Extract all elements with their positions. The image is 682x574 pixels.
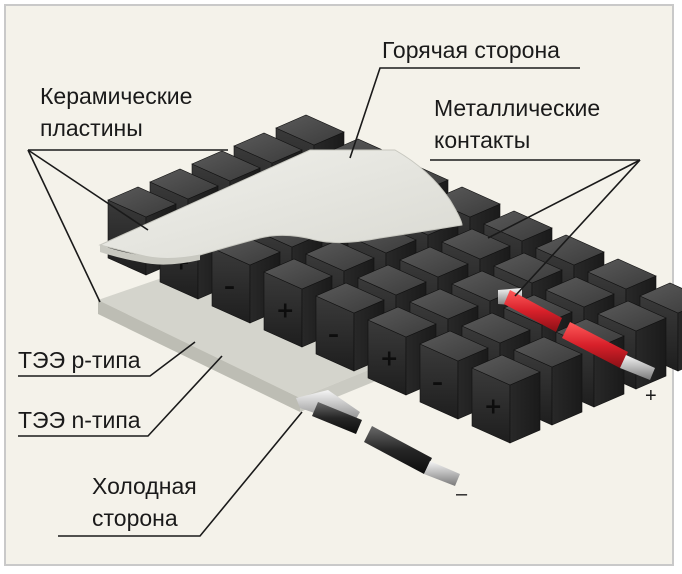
te-element-top (419, 330, 489, 362)
te-element-top (149, 168, 219, 200)
te-element-top (191, 150, 261, 182)
leader-lines (18, 67, 641, 537)
ceramic-plates-label-line2: пластины (40, 115, 143, 141)
te-element-top (639, 282, 682, 314)
te-element-top (431, 186, 501, 218)
te-element-sign: – (224, 275, 235, 300)
te-element-top (535, 234, 605, 266)
te-element-sign: + (484, 395, 502, 420)
metal-contacts-label-line2: контакты (434, 127, 530, 153)
te-element-sign: – (432, 371, 443, 396)
te-element-top (107, 186, 177, 218)
ceramic-plates-label-line1: Керамические (40, 83, 192, 109)
te-element-top (275, 114, 345, 146)
te-element: + (471, 354, 541, 444)
n-type-label: ТЭЭ n-типа (18, 407, 141, 433)
te-element-top (367, 306, 437, 338)
te-element-side (677, 310, 682, 372)
te-element-top (545, 276, 615, 308)
metal-contacts-label-line1: Металлические (434, 95, 600, 121)
te-element-top (315, 282, 385, 314)
te-element-top (587, 258, 657, 290)
positive-terminal-sign: + (645, 385, 657, 407)
te-element-top (597, 300, 667, 332)
cold-side-label-line1: Холодная (92, 473, 197, 499)
hot-side-label: Горячая сторона (382, 37, 560, 63)
te-element-top (471, 354, 541, 386)
te-element-top (357, 264, 427, 296)
te-element-top (409, 288, 479, 320)
te-element-top (399, 246, 469, 278)
te-element-top (233, 132, 303, 164)
te-element-sign: + (380, 347, 398, 372)
negative-terminal-sign: – (456, 483, 468, 505)
te-element-top (483, 210, 553, 242)
cold-side-label-line2: сторона (92, 505, 178, 531)
te-element-top (263, 258, 333, 290)
te-element-sign: – (328, 323, 339, 348)
top-ceramic-plate (98, 149, 463, 265)
te-element-top (441, 228, 511, 260)
te-element-top (305, 240, 375, 272)
te-element-sign: + (276, 299, 294, 324)
p-type-label: ТЭЭ р-типа (18, 347, 141, 373)
te-element-top (461, 312, 531, 344)
te-element-top (513, 336, 583, 368)
negative-wire (296, 390, 460, 486)
te-element-top (493, 252, 563, 284)
positive-wire (498, 288, 655, 380)
